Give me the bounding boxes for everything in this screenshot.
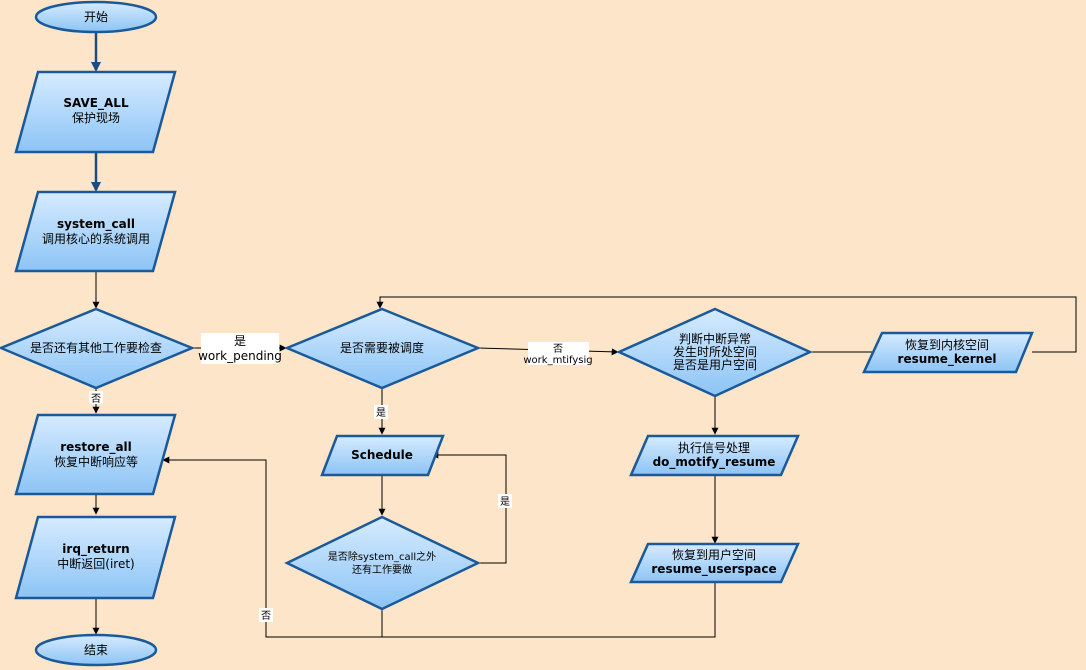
svg-text:恢复到用户空间: 恢复到用户空间: [672, 547, 756, 562]
label-bg-check-no: [89, 391, 103, 404]
svg-text:SAVE_ALL: SAVE_ALL: [63, 96, 129, 111]
node-need-resched: 是否需要被调度: [283, 307, 482, 390]
edge-label-check-no: 否: [91, 393, 101, 405]
edge-kernel-loop-to-resched: [376, 296, 1077, 353]
edge-label-other-no: 否: [261, 610, 271, 622]
svg-text:结束: 结束: [84, 643, 108, 657]
svg-text:Schedule: Schedule: [351, 448, 413, 462]
node-signal: 执行信号处理 do_motify_resume: [629, 434, 800, 477]
svg-text:执行信号处理: 执行信号处理: [678, 441, 750, 455]
node-irq-return: irq_return 中断返回(iret): [14, 515, 177, 600]
edge-label-resched-yes: 是: [376, 407, 386, 419]
label-bg-work-mtifysig: [528, 342, 589, 365]
svg-text:判断中断异常: 判断中断异常: [679, 331, 751, 346]
svg-text:调用核心的系统调用: 调用核心的系统调用: [42, 231, 150, 246]
svg-text:中断返回(iret): 中断返回(iret): [57, 556, 134, 571]
node-other-work: 是否除system_call之外 还有工作要做: [284, 515, 481, 611]
svg-text:resume_kernel: resume_kernel: [898, 352, 997, 367]
edge-label-work-pending: work_pending: [198, 349, 282, 363]
edge-label-resched-no: 否: [553, 343, 563, 355]
label-bg-resched-yes: [374, 405, 388, 419]
node-save-all: SAVE_ALL 保护现场: [14, 70, 177, 154]
node-judge-space: 判断中断异常 发生时所处空间 是否是用户空间: [615, 307, 814, 398]
svg-text:恢复中断响应等: 恢复中断响应等: [54, 454, 138, 469]
node-start: 开始: [34, 0, 158, 34]
node-restore-all: restore_all 恢复中断响应等: [14, 413, 177, 496]
label-bg-other-no: [259, 608, 273, 622]
edge-label-check-yes: 是: [234, 334, 246, 348]
svg-text:保护现场: 保护现场: [72, 111, 120, 125]
svg-text:发生时所处空间: 发生时所处空间: [673, 344, 757, 359]
svg-text:do_motify_resume: do_motify_resume: [653, 455, 776, 470]
edge-label-other-yes: 是: [500, 496, 510, 508]
svg-text:system_call: system_call: [57, 217, 135, 232]
svg-text:是否除system_call之外: 是否除system_call之外: [328, 550, 436, 563]
svg-text:resume_userspace: resume_userspace: [651, 562, 776, 577]
node-resume-userspace: 恢复到用户空间 resume_userspace: [629, 542, 800, 584]
edge-label-work-mtifysig: work_mtifysig: [523, 355, 592, 366]
node-end: 结束: [34, 633, 158, 667]
label-bg-work-pending: [201, 333, 279, 364]
label-bg-other-yes: [498, 494, 512, 508]
svg-text:是否还有其他工作要检查: 是否还有其他工作要检查: [30, 340, 162, 355]
svg-text:restore_all: restore_all: [60, 440, 132, 455]
svg-text:irq_return: irq_return: [62, 542, 129, 557]
edge-bottom-return-to-restore: [163, 460, 716, 638]
node-resume-kernel: 恢复到内核空间 resume_kernel: [862, 331, 1034, 374]
node-system-call: system_call 调用核心的系统调用: [14, 190, 177, 273]
svg-text:是否需要被调度: 是否需要被调度: [340, 340, 424, 355]
svg-text:恢复到内核空间: 恢复到内核空间: [905, 338, 989, 352]
svg-text:是否是用户空间: 是否是用户空间: [673, 357, 757, 372]
node-check-other-work: 是否还有其他工作要检查: [0, 307, 196, 390]
svg-text:还有工作要做: 还有工作要做: [352, 563, 412, 576]
edge-other-loop-to-schedule: [431, 451, 507, 564]
node-schedule: Schedule: [320, 434, 445, 477]
svg-text:开始: 开始: [84, 10, 108, 24]
